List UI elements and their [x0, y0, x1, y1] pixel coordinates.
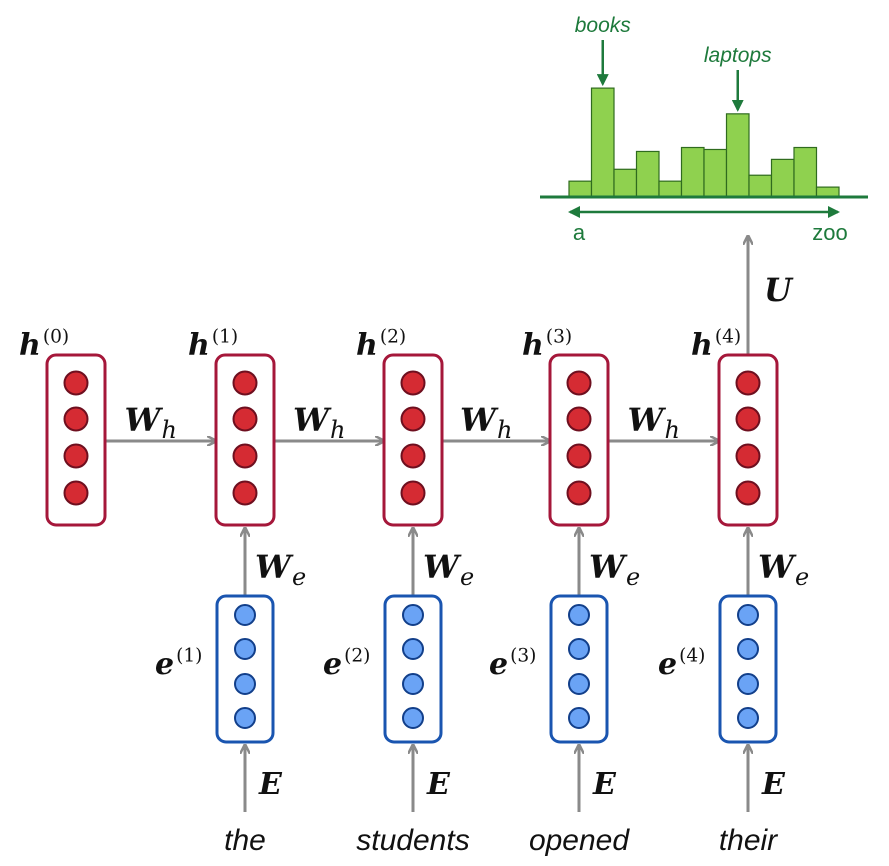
- embedding-neuron: [568, 604, 590, 626]
- hidden-neuron: [232, 480, 258, 506]
- embedding-box: [718, 594, 778, 744]
- hidden-neuron: [735, 443, 761, 469]
- hidden-neuron: [400, 480, 426, 506]
- histogram-bar: [613, 168, 638, 198]
- embedding-neuron: [568, 673, 590, 695]
- hidden-neuron: [735, 406, 761, 432]
- hidden-neuron: [63, 480, 89, 506]
- hidden-neuron: [232, 443, 258, 469]
- embedding-matrix-label: E: [426, 767, 451, 802]
- embedding-neuron: [737, 673, 759, 695]
- hidden-state-label: h(3): [522, 326, 572, 363]
- embedding-neuron: [234, 707, 256, 729]
- recurrent-weight-label: Wh: [293, 401, 345, 444]
- input-weight-label: We: [255, 548, 306, 591]
- peak-annotations: books laptops: [575, 14, 772, 112]
- histogram-bar: [703, 148, 728, 198]
- hidden-state-label: h(0): [19, 326, 69, 363]
- embedding-neuron: [234, 638, 256, 660]
- hidden-neuron: [400, 443, 426, 469]
- embedding-matrix-label: E: [761, 767, 786, 802]
- hidden-state-label: h(2): [356, 326, 406, 363]
- recurrent-weight-label: Wh: [125, 401, 177, 444]
- embedding-neuron: [402, 707, 424, 729]
- embedding-neuron: [568, 638, 590, 660]
- embedding-label: e(2): [323, 645, 370, 682]
- embedding-neuron: [402, 673, 424, 695]
- vocab-end-label: zoo: [812, 220, 847, 245]
- hidden-state-box: [382, 353, 444, 527]
- embedding-box: [383, 594, 443, 744]
- vocab-start-label: a: [573, 220, 586, 245]
- hidden-state-box: [548, 353, 610, 527]
- hidden-neuron: [63, 443, 89, 469]
- hidden-neuron: [400, 406, 426, 432]
- hidden-neuron: [566, 406, 592, 432]
- hidden-neuron: [566, 370, 592, 396]
- output-weight-label: U: [764, 271, 794, 309]
- histogram-bar: [748, 174, 773, 198]
- embedding-matrix-label: E: [592, 767, 617, 802]
- histogram-bar: [658, 180, 683, 198]
- hidden-neuron: [735, 370, 761, 396]
- embedding-neuron: [737, 604, 759, 626]
- histogram-bar: [590, 87, 615, 198]
- histogram-bar: [680, 146, 705, 198]
- hidden-state-box: [45, 353, 107, 527]
- hidden-state-box: [214, 353, 276, 527]
- hidden-state-box: [717, 353, 779, 527]
- hidden-neuron: [735, 480, 761, 506]
- embedding-neuron: [402, 638, 424, 660]
- embedding-matrix-label: E: [258, 767, 283, 802]
- input-weight-label: We: [758, 548, 809, 591]
- embedding-neuron: [737, 707, 759, 729]
- hidden-neuron: [232, 370, 258, 396]
- embedding-box: [549, 594, 609, 744]
- histogram-bar: [635, 150, 660, 198]
- input-word: students: [356, 824, 469, 857]
- input-word: their: [719, 824, 778, 857]
- embedding-neuron: [234, 673, 256, 695]
- hidden-neuron: [566, 480, 592, 506]
- recurrent-weight-label: Wh: [460, 401, 512, 444]
- histogram-bar: [793, 146, 818, 198]
- histogram-bar: [568, 180, 593, 198]
- histogram-bar: [770, 158, 795, 198]
- embedding-label: e(1): [155, 645, 202, 682]
- peak-label: books: [575, 14, 632, 37]
- embedding-neuron: [402, 604, 424, 626]
- recurrent-weight-label: Wh: [628, 401, 680, 444]
- input-weight-label: We: [423, 548, 474, 591]
- hidden-neuron: [63, 406, 89, 432]
- input-word: opened: [529, 824, 630, 857]
- hidden-neuron: [400, 370, 426, 396]
- output-distribution-histogram: [568, 87, 840, 198]
- embedding-box: [215, 594, 275, 744]
- hidden-neuron: [63, 370, 89, 396]
- hidden-neuron: [232, 406, 258, 432]
- hidden-neuron: [566, 443, 592, 469]
- embedding-label: e(4): [658, 645, 705, 682]
- embedding-neuron: [737, 638, 759, 660]
- histogram-bar: [725, 113, 750, 198]
- input-word: the: [224, 824, 266, 857]
- peak-label: laptops: [704, 44, 772, 67]
- embedding-neuron: [234, 604, 256, 626]
- embedding-label: e(3): [489, 645, 536, 682]
- hidden-state-label: h(4): [691, 326, 741, 363]
- hidden-state-label: h(1): [188, 326, 238, 363]
- input-weight-label: We: [589, 548, 640, 591]
- embedding-neuron: [568, 707, 590, 729]
